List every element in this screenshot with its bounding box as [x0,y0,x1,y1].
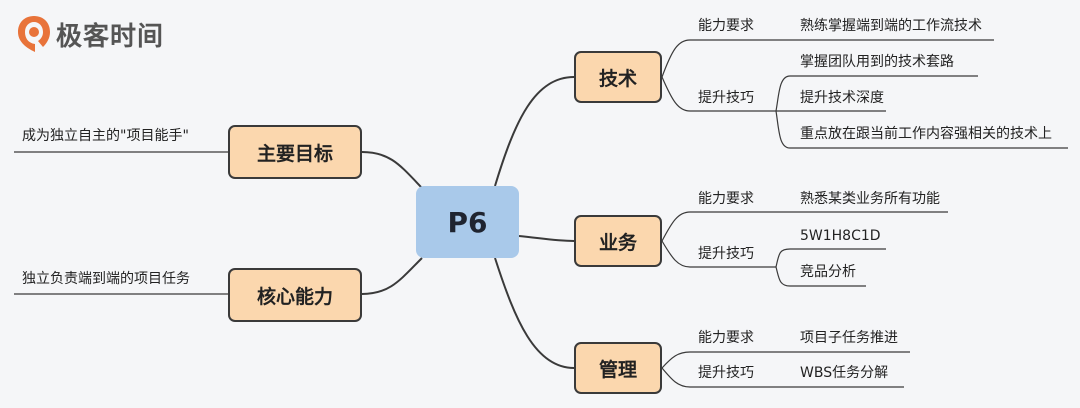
connector-tech-tips-branch [775,75,978,112]
node-tech: 技术 [574,51,662,103]
mgmt-requirement-label: 能力要求 [698,330,754,346]
geektime-logo: 极客时间 [16,14,164,54]
biz-tips-item: 竞品分析 [800,264,856,280]
mgmt-tips-label: 提升技巧 [698,365,754,381]
connector-tech-req [661,39,786,78]
node-business-label: 业务 [598,231,637,254]
connector-tech-tips-item3 [775,110,1068,149]
biz-requirement-item: 熟悉某类业务所有功能 [800,191,940,207]
tech-tips-item: 重点放在跟当前工作内容强相关的技术上 [800,126,1052,142]
connector-center-mgmt [494,257,575,369]
geektime-logo-icon [18,16,50,52]
connector-center-goal [361,151,423,189]
connector-center-biz [518,235,575,242]
connector-center-core [361,257,423,295]
biz-requirement-label: 能力要求 [698,191,754,207]
node-main-goal-label: 主要目标 [256,142,333,165]
connector-mgmt-req [661,351,786,369]
connector-biz-tips-item2 [775,266,866,287]
brand-name: 极客时间 [56,21,165,52]
node-tech-label: 技术 [598,67,637,90]
connector-mgmt-tips [661,367,786,388]
biz-tips-item: 5W1H8C1D [800,228,881,244]
biz-tips-label: 提升技巧 [698,246,754,262]
tech-tips-label: 提升技巧 [698,90,754,106]
node-management: 管理 [574,342,662,394]
node-core-ability: 核心能力 [228,268,362,322]
connector-biz-tips-item1 [775,248,886,268]
tech-tips-item: 掌握团队用到的技术套路 [800,54,954,70]
tech-requirement-item: 熟练掌握端到端的工作流技术 [800,18,982,34]
connector-center-tech [494,76,575,187]
node-core-ability-label: 核心能力 [256,285,333,308]
mgmt-tips-item: WBS任务分解 [800,365,889,381]
mgmt-requirement-item: 项目子任务推进 [800,330,898,346]
node-business: 业务 [574,215,662,267]
tech-tips-item: 提升技术深度 [800,90,884,106]
tech-requirement-label: 能力要求 [698,18,754,34]
goal-detail-text: 成为独立自主的"项目能手" [22,128,189,144]
node-management-label: 管理 [598,358,637,381]
connector-biz-tips [661,240,776,268]
core-detail-text: 独立负责端到端的项目任务 [22,271,190,287]
connector-biz-req [661,211,786,242]
connector-tech-tips [661,76,776,112]
center-node-p6: P6 [416,186,519,258]
center-node-label: P6 [447,205,488,239]
node-main-goal: 主要目标 [228,125,362,179]
